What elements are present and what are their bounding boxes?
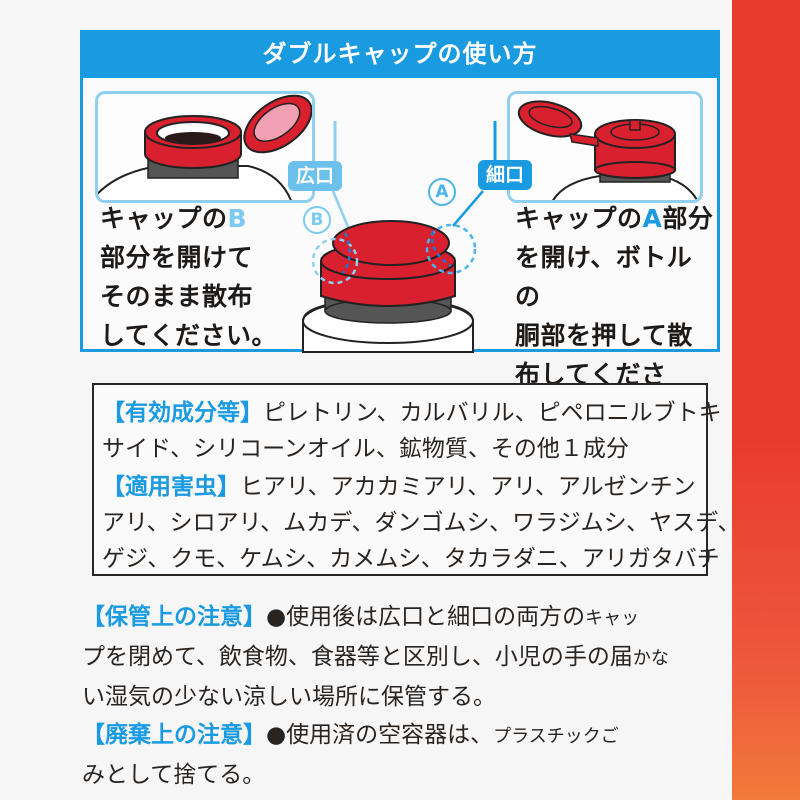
usage-title: ダブルキャップの使い方 xyxy=(83,33,717,78)
ingredients-line-1: 【有効成分等】ピレトリン、カルバリル、ピペロニルブトキ xyxy=(102,400,722,426)
ingredients-and-pests-box: 【有効成分等】ピレトリン、カルバリル、ピペロニルブトキ サイド、シリコーンオイル… xyxy=(92,383,741,576)
double-cap-usage-panel: ダブルキャップの使い方 xyxy=(80,30,720,428)
storage-label: 【保管上の注意】 xyxy=(82,604,266,630)
narrow-mouth-cap-icon xyxy=(517,100,699,200)
pests-line-3: ゲジ、クモ、ケムシ、カメムシ、タカラダニ、アリガタバチ xyxy=(102,546,720,572)
wide-mouth-open-illustration xyxy=(95,91,315,203)
storage-line-2: プを閉めて、飲食物、食器等と区別し、小児の手の届かな xyxy=(82,644,669,670)
ingredients-line-2: サイド、シリコーンオイル、鉱物質、その他１成分 xyxy=(102,436,629,462)
narrow-mouth-tag: 細口 xyxy=(478,160,533,190)
part-a-marker: A xyxy=(428,178,456,206)
ingredients-label: 【有効成分等】 xyxy=(102,400,263,426)
pests-line-1: 【適用害虫】ヒアリ、アカカミアリ、アリ、アルゼンチン xyxy=(102,474,696,500)
disposal-label: 【廃棄上の注意】 xyxy=(82,722,266,748)
part-b-marker: B xyxy=(303,206,331,234)
highlight-b: B xyxy=(227,204,248,233)
narrow-mouth-open-illustration xyxy=(507,91,703,203)
storage-line-3: い湿気の少ない涼しい場所に保管する。 xyxy=(82,684,496,710)
product-red-side-panel xyxy=(732,0,800,800)
storage-line-1: 【保管上の注意】●使用後は広口と細口の両方のキャッ xyxy=(82,604,640,630)
highlight-a: A xyxy=(642,204,663,233)
precautions-section: 【保管上の注意】●使用後は広口と細口の両方のキャッ プを閉めて、飲食物、食器等と… xyxy=(82,598,732,794)
wide-mouth-cap-icon xyxy=(98,94,312,200)
wide-mouth-tag: 広口 xyxy=(288,161,343,191)
closed-double-cap-illustration xyxy=(302,220,477,353)
pests-label: 【適用害虫】 xyxy=(102,474,240,500)
wide-mouth-instruction: キャップのB 部分を開けて そのまま散布 してください。 xyxy=(100,204,278,350)
disposal-line-2: みとして捨てる。 xyxy=(82,762,266,788)
disposal-line-1: 【廃棄上の注意】●使用済の空容器は、プラスチックご xyxy=(82,722,619,748)
pests-line-2: アリ、シロアリ、ムカデ、ダンゴムシ、ワラジムシ、ヤスデ、 xyxy=(102,510,741,536)
